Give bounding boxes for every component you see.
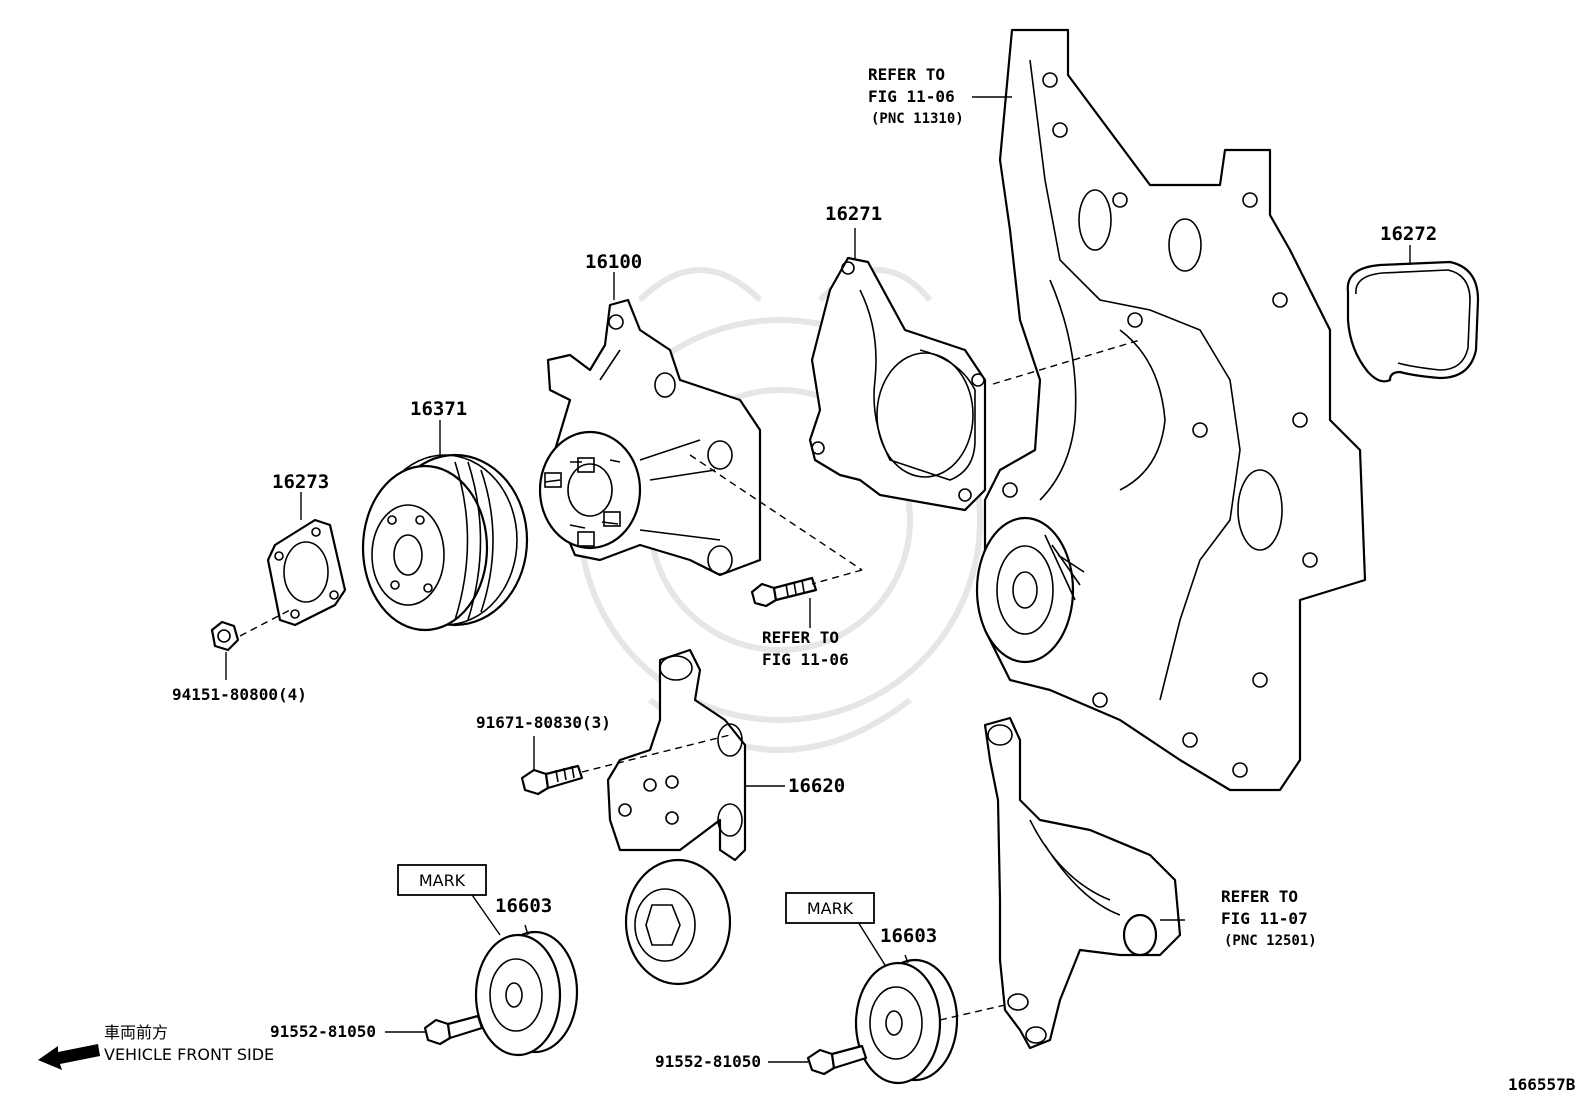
refer-mid-callout: REFER TO FIG 11-06 — [762, 628, 849, 669]
mark-left-text: MARK — [419, 871, 466, 890]
refer-right-callout: REFER TO FIG 11-07 (PNC 12501) — [1221, 887, 1317, 949]
bracket-refer-fig-11-07[interactable] — [983, 716, 1182, 1050]
vehicle-front-indicator: 車両前方 VEHICLE FRONT SIDE — [38, 1023, 274, 1070]
label-16100: 16100 — [585, 251, 642, 273]
vehicle-front-jp: 車両前方 — [104, 1023, 168, 1042]
label-91552-81050-left: 91552-81050 — [270, 1022, 376, 1041]
vehicle-front-en: VEHICLE FRONT SIDE — [104, 1045, 274, 1064]
refer-top-line2: FIG 11-06 — [868, 87, 955, 106]
water-pump-16100[interactable] — [538, 298, 762, 577]
refer-mid-line2: FIG 11-06 — [762, 650, 849, 669]
tensioner-16620[interactable] — [606, 648, 747, 986]
label-16371: 16371 — [410, 398, 467, 420]
label-91552-81050-right: 91552-81050 — [655, 1052, 761, 1071]
cover-bolt-holes — [1002, 72, 1318, 778]
label-16272: 16272 — [1380, 223, 1437, 245]
idler-pulley-16603-right[interactable] — [854, 958, 959, 1085]
label-16273: 16273 — [272, 471, 329, 493]
refer-top-callout: REFER TO FIG 11-06 (PNC 11310) — [868, 65, 964, 127]
gasket-16272[interactable] — [1346, 260, 1480, 383]
leader-lines — [225, 96, 1411, 1063]
label-94151-80800: 94151-80800(4) — [172, 685, 307, 704]
refer-right-line1: REFER TO — [1221, 887, 1298, 906]
label-16603-right: 16603 — [880, 925, 937, 947]
assembly-dashed-lines — [239, 339, 1141, 1021]
gasket-16271[interactable] — [808, 256, 987, 512]
bolt-91671[interactable] — [520, 764, 584, 796]
diagram-id: 166557B — [1508, 1075, 1576, 1094]
mark-box-left: MARK — [397, 864, 487, 896]
label-16271: 16271 — [825, 203, 882, 225]
refer-mid-line1: REFER TO — [762, 628, 839, 647]
mark-box-right: MARK — [785, 892, 875, 924]
mark-right-text: MARK — [807, 899, 854, 918]
label-16603-left: 16603 — [495, 895, 552, 917]
front-arrow-icon — [38, 1044, 100, 1070]
refer-top-line1: REFER TO — [868, 65, 945, 84]
refer-top-line3: (PNC 11310) — [871, 111, 964, 127]
bolt-refer-fig-11-06[interactable] — [750, 576, 818, 608]
idler-pulley-16603-left[interactable] — [474, 930, 579, 1057]
label-16620: 16620 — [788, 775, 845, 797]
gasket-16273[interactable] — [266, 518, 347, 627]
bolt-91552-left[interactable] — [423, 1014, 484, 1046]
refer-right-line3: (PNC 12501) — [1224, 933, 1317, 949]
pulley-16371[interactable] — [361, 453, 529, 632]
label-91671-80830: 91671-80830(3) — [476, 713, 611, 732]
timing-chain-cover[interactable] — [975, 28, 1367, 792]
watermark-emblem — [577, 267, 983, 753]
nut-94151[interactable] — [210, 620, 240, 652]
refer-right-line2: FIG 11-07 — [1221, 909, 1308, 928]
bolt-91552-right[interactable] — [806, 1044, 868, 1076]
